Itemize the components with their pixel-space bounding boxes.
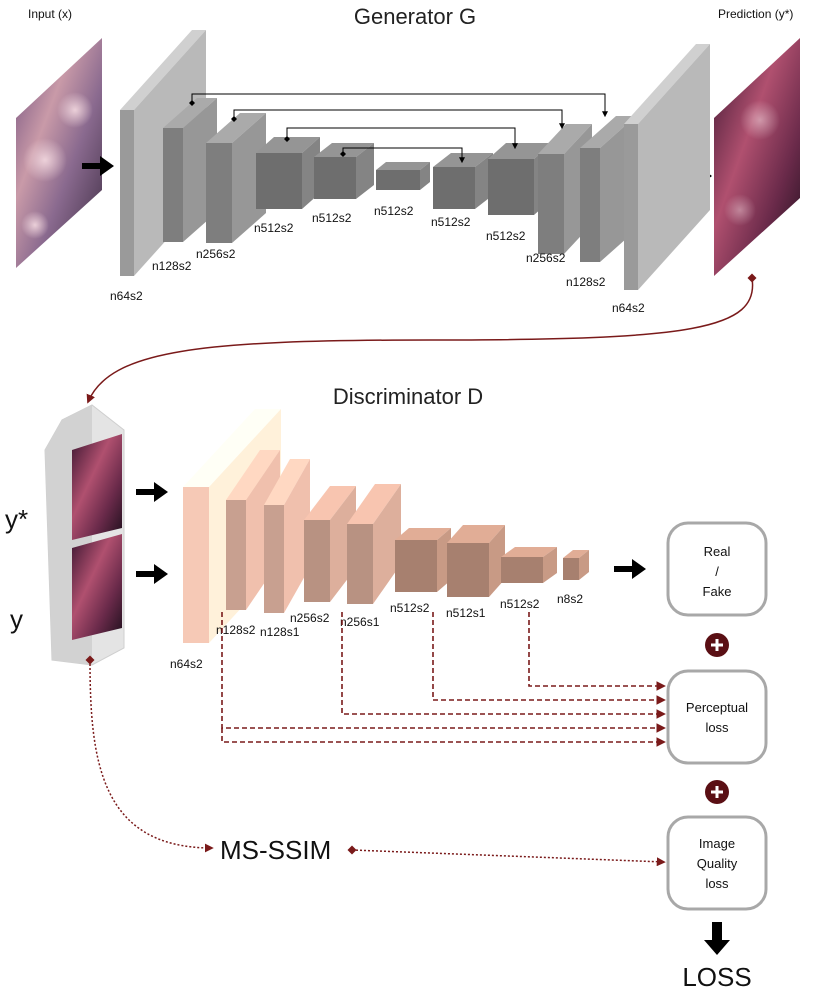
discriminator-layer-label-7: n512s2 [500,597,540,611]
real-fake-line-3: Fake [703,584,732,599]
total-loss-label: LOSS [682,962,751,992]
discriminator-block-8 [563,550,589,580]
discriminator-layer-label-1: n128s2 [216,623,256,637]
generator-layer-label-1: n128s2 [152,259,192,273]
discriminator-layer-label-3: n256s2 [290,611,330,625]
loss-down-arrow-icon [704,922,730,955]
generator-title: Generator G [354,4,476,29]
generator-layer-label-6: n512s2 [431,215,471,229]
generator-layer-label-8: n256s2 [526,251,566,265]
prediction-to-discriminator-connector [86,273,757,404]
iq-line-3: loss [705,876,729,891]
generator-block-3 [256,137,320,209]
perceptual-line-2: loss [705,720,729,735]
input-arrow-icon [82,156,114,176]
generator-block-2 [206,113,266,243]
generator-layer-label-4: n512s2 [312,211,352,225]
prediction-label: Prediction (y*) [718,7,793,21]
ms-ssim-to-iq-connector [347,845,666,867]
generator-layer-label-7: n512s2 [486,229,526,243]
discriminator-title: Discriminator D [333,384,483,409]
generator-layer-label-0: n64s2 [110,289,143,303]
output-arrow-icon [614,559,646,579]
discriminator-layer-label-5: n512s2 [390,601,430,615]
real-fake-line-2: / [715,564,719,579]
discriminator-layer-label-6: n512s1 [446,606,486,620]
generator-block-10 [624,44,710,290]
generator-block-9 [580,116,636,262]
plus-icon-1 [705,633,729,657]
discriminator-input-stack [44,404,125,666]
prediction-image [714,38,800,276]
input-image [16,38,102,268]
generator-block-6 [433,153,493,209]
discriminator-layer-label-4: n256s1 [340,615,380,629]
disc-arrow-top-icon [136,482,168,502]
generator-block-5 [376,162,430,190]
discriminator-block-5 [395,528,451,592]
perceptual-loss-box: Perceptual loss [666,669,768,765]
iq-line-1: Image [699,836,735,851]
y-star-label: y* [5,504,28,534]
generator-layer-label-10: n64s2 [612,301,645,315]
y-label: y [10,604,23,634]
generator-layer-label-5: n512s2 [374,204,414,218]
generator-block-4 [314,143,374,199]
discriminator-block-2 [264,459,310,613]
generator-layer-label-2: n256s2 [196,247,236,261]
discriminator-blocks [183,409,589,643]
discriminator-layer-label-2: n128s1 [260,625,300,639]
discriminator-layer-label-8: n8s2 [557,592,583,606]
ms-ssim-input-connector [85,655,214,853]
skip-dots [189,100,346,157]
generator-blocks [120,30,710,290]
discriminator-block-7 [501,547,557,583]
input-label: Input (x) [28,7,72,21]
image-quality-loss-box: Image Quality loss [666,815,768,911]
iq-line-2: Quality [697,856,738,871]
discriminator-layer-label-0: n64s2 [170,657,203,671]
real-fake-line-1: Real [704,544,731,559]
generator-layer-label-3: n512s2 [254,221,294,235]
ms-ssim-label: MS-SSIM [220,835,331,865]
plus-icon-2 [705,780,729,804]
perceptual-feature-connections [221,612,666,747]
generator-layer-label-9: n128s2 [566,275,606,289]
real-fake-box: Real / Fake [666,521,768,617]
discriminator-block-6 [447,525,505,597]
discriminator-block-4 [347,484,401,604]
perceptual-line-1: Perceptual [686,700,748,715]
disc-arrow-bottom-icon [136,564,168,584]
